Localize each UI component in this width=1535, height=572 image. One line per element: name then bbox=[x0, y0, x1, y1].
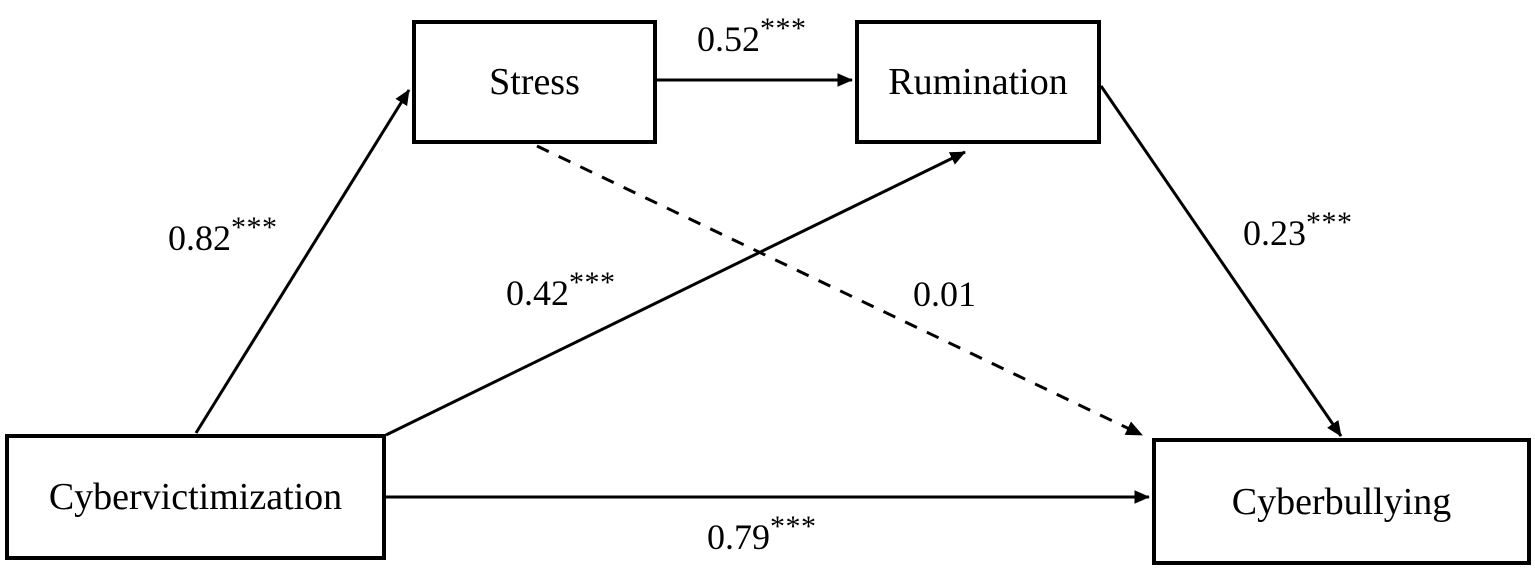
node-stress-label: Stress bbox=[489, 61, 580, 103]
path-label-cybervictimization-to-rumination: 0.42*** bbox=[506, 266, 616, 313]
node-stress: Stress bbox=[412, 20, 657, 144]
node-rumination: Rumination bbox=[855, 20, 1101, 144]
arrow-rumination-to-cyberbullying bbox=[1099, 85, 1343, 437]
significance-stars: *** bbox=[770, 510, 817, 543]
node-cyberbullying: Cyberbullying bbox=[1152, 438, 1531, 565]
node-rumination-label: Rumination bbox=[888, 61, 1068, 103]
significance-stars: *** bbox=[231, 211, 278, 244]
coefficient-value: 0.82 bbox=[168, 218, 231, 258]
node-cybervictimization: Cybervictimization bbox=[5, 434, 386, 560]
significance-stars: *** bbox=[760, 12, 807, 45]
coefficient-value: 0.23 bbox=[1243, 213, 1306, 253]
node-cyberbullying-label: Cyberbullying bbox=[1231, 480, 1452, 523]
arrow-cybervictimization-to-rumination bbox=[385, 150, 966, 437]
significance-stars: *** bbox=[1306, 206, 1353, 239]
coefficient-value: 0.79 bbox=[707, 517, 770, 557]
arrow-cybervictimization-to-stress bbox=[194, 89, 411, 434]
arrow-stress-to-cyberbullying-dashed bbox=[536, 144, 1143, 437]
coefficient-value: 0.01 bbox=[913, 274, 976, 314]
path-label-cybervictimization-to-stress: 0.82*** bbox=[168, 211, 278, 258]
path-label-stress-to-cyberbullying: 0.01 bbox=[913, 269, 976, 312]
path-label-rumination-to-cyberbullying: 0.23*** bbox=[1243, 206, 1353, 253]
path-label-cybervictimization-to-cyberbullying: 0.79*** bbox=[707, 510, 817, 557]
path-label-stress-to-rumination: 0.52*** bbox=[697, 12, 807, 59]
node-cybervictimization-label: Cybervictimization bbox=[48, 476, 343, 518]
coefficient-value: 0.52 bbox=[697, 19, 760, 59]
coefficient-value: 0.42 bbox=[506, 273, 569, 313]
significance-stars: *** bbox=[569, 266, 616, 299]
